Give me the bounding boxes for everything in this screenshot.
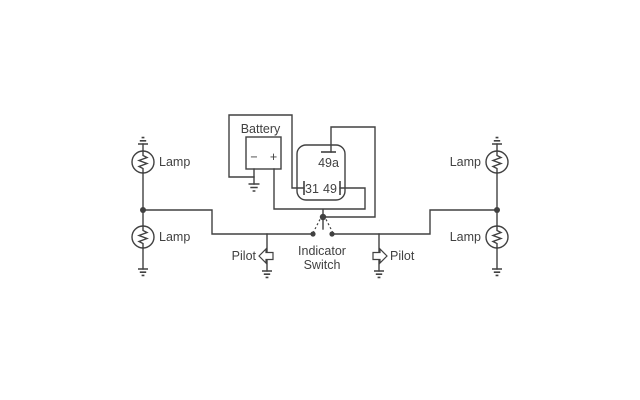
relay-terminal-31-label: 31: [305, 182, 319, 196]
ground-icon: [248, 183, 260, 192]
lamp-label: Lamp: [159, 155, 190, 169]
battery-plus-terminal: +: [270, 150, 277, 164]
pilot-arrow-left-icon: [258, 247, 274, 265]
right-pilot-group: Pilot: [372, 233, 415, 279]
switch-pivot-dot: [319, 213, 327, 221]
ground-icon: [374, 270, 384, 279]
left-lamp-chain: Lamp Lamp: [131, 136, 190, 277]
lamp-filament-icon: [137, 225, 149, 249]
right-bus-wire: [331, 209, 498, 235]
battery-positive-feed-wire: [273, 168, 366, 210]
switch-lever-left-position: [312, 215, 323, 233]
indicator-switch-group: Indicator Switch: [298, 208, 346, 272]
ground-icon: [492, 136, 502, 152]
battery-minus-terminal: −: [250, 150, 257, 164]
relay-terminal-49a-label: 49a: [318, 156, 339, 170]
lamp-label: Lamp: [159, 230, 190, 244]
battery-group: Battery − +: [228, 114, 305, 192]
lamp-filament-icon: [491, 225, 503, 249]
pilot-label: Pilot: [390, 249, 415, 263]
ground-icon: [262, 270, 272, 279]
flasher-relay-group: 49a 31 49: [296, 126, 376, 218]
switch-label-line2: Switch: [304, 258, 341, 272]
lamp-filament-icon: [137, 150, 149, 174]
left-bus-wire: [142, 209, 314, 235]
switch-lever-right-position: [323, 215, 334, 233]
ground-icon: [138, 136, 148, 152]
relay-terminal-49-label: 49: [323, 182, 337, 196]
pilot-arrow-right-icon: [372, 247, 388, 265]
relay-body: [296, 144, 346, 201]
switch-label-line1: Indicator: [298, 244, 346, 258]
ground-icon: [138, 268, 148, 277]
relay-output-wire: [325, 126, 376, 218]
ground-icon: [492, 268, 502, 277]
battery-label: Battery: [241, 122, 281, 136]
right-lamp-chain: Lamp Lamp: [450, 136, 509, 277]
lamp-label: Lamp: [450, 155, 481, 169]
left-pilot-group: Pilot: [232, 233, 274, 279]
lamp-label: Lamp: [450, 230, 481, 244]
ground-return-wire: [228, 114, 305, 189]
battery-cell-box: [245, 136, 282, 170]
pilot-label: Pilot: [232, 249, 257, 263]
lamp-filament-icon: [491, 150, 503, 174]
